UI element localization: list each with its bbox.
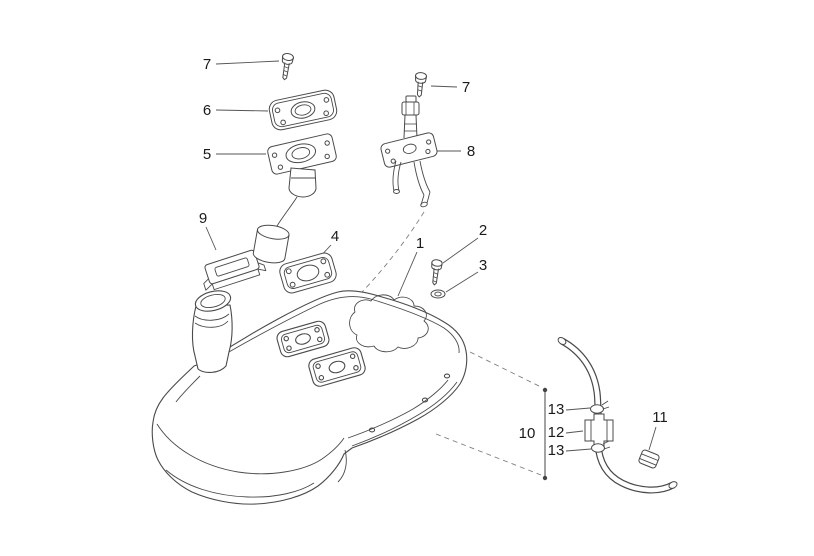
part-10-fuel-hose-assembly xyxy=(557,337,678,494)
callout-13-bottom: 13 xyxy=(548,442,565,459)
part-12-fuel-filter xyxy=(584,413,614,448)
part-13-clamp-upper xyxy=(590,400,610,414)
part-11-clip xyxy=(638,449,660,469)
mounting-pad-front xyxy=(276,320,330,358)
flange-hole xyxy=(368,427,376,433)
flange-hole xyxy=(421,397,429,403)
hose-end-bottom xyxy=(668,481,678,489)
bracket-dot-top xyxy=(542,387,548,393)
filler-neck xyxy=(191,290,233,373)
callout-9: 9 xyxy=(199,210,207,227)
part-13-clamp-lower xyxy=(591,440,611,453)
float xyxy=(252,224,290,264)
part-2-screw xyxy=(431,259,443,286)
mounting-pad-rear xyxy=(308,347,366,387)
hose-end-top xyxy=(557,337,567,345)
callout-10: 10 xyxy=(519,425,536,442)
flange-hole xyxy=(443,373,451,379)
callout-7-left: 7 xyxy=(203,56,211,73)
part-3-washer xyxy=(430,289,446,299)
part-4-gasket xyxy=(279,252,337,294)
callout-4: 4 xyxy=(331,228,339,245)
sender-body xyxy=(288,167,317,198)
callout-1: 1 xyxy=(416,235,424,252)
group-10-bracket xyxy=(542,387,548,481)
callout-leader-lines xyxy=(205,60,657,452)
callout-13-top: 13 xyxy=(548,401,565,418)
callout-12: 12 xyxy=(548,424,565,441)
float-arm xyxy=(273,196,298,232)
callout-8: 8 xyxy=(467,143,475,160)
bracket-dot-bottom xyxy=(542,475,548,481)
tank-top-sketch-outline xyxy=(349,294,429,353)
callout-6: 6 xyxy=(203,102,211,119)
callout-2: 2 xyxy=(479,222,487,239)
callout-7-right: 7 xyxy=(462,79,470,96)
part-6-gasket xyxy=(268,89,338,131)
callout-labels: 7 6 5 7 8 9 4 1 2 3 10 13 12 13 11 xyxy=(199,56,668,459)
part-7-screw-left xyxy=(281,53,294,81)
assembly-reference-dashed-lines xyxy=(361,211,542,476)
callout-11: 11 xyxy=(652,409,668,426)
part-9-bracket xyxy=(203,249,267,291)
part-8-fuel-pickup xyxy=(380,95,438,208)
callout-5: 5 xyxy=(203,146,211,163)
part-7-screw-right xyxy=(415,72,427,98)
part-1-fuel-tank xyxy=(151,290,468,505)
part-5-fuel-level-sender xyxy=(252,133,337,264)
tank-outline xyxy=(151,290,468,505)
callout-3: 3 xyxy=(479,257,487,274)
